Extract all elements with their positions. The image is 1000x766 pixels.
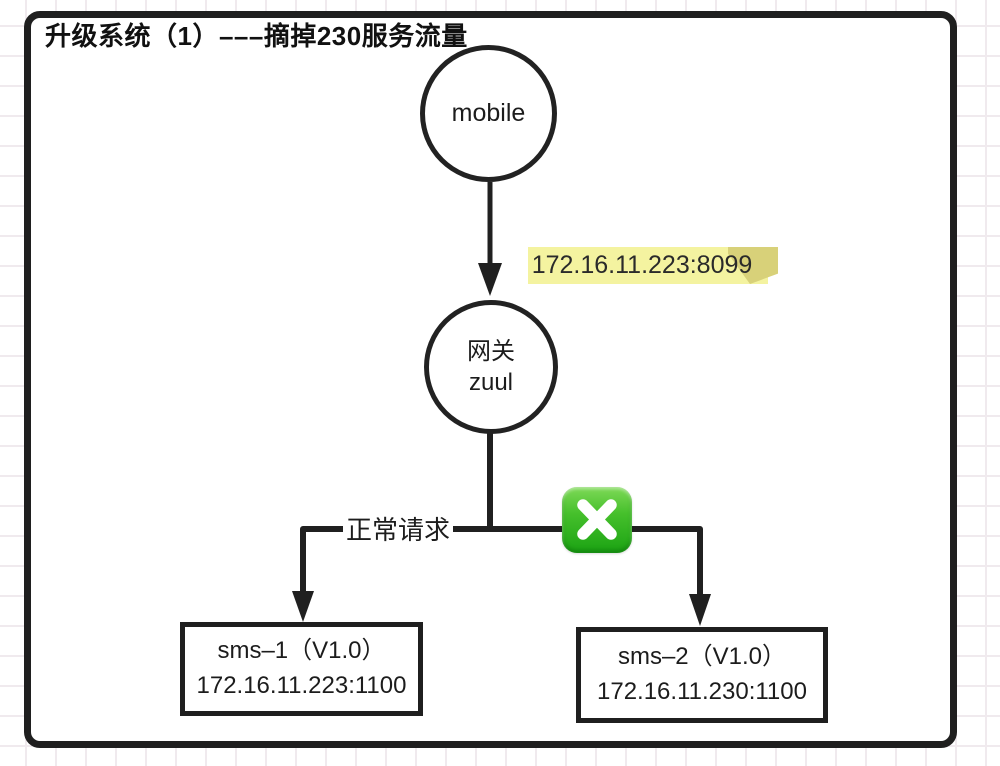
node-sms1-address: 172.16.11.223:1100 xyxy=(196,672,407,699)
cross-mark-icon xyxy=(562,487,632,553)
node-sms2: sms–2（V1.0） 172.16.11.230:1100 xyxy=(576,627,828,723)
diagram-title: 升级系统（1）–––摘掉230服务流量 xyxy=(45,21,468,51)
node-sms1: sms–1（V1.0） 172.16.11.223:1100 xyxy=(180,622,423,716)
node-gateway-label-cn: 网关 xyxy=(467,337,515,365)
node-mobile: mobile xyxy=(420,45,557,182)
node-gateway: 网关 zuul xyxy=(424,300,558,434)
node-sms2-name: sms–2（V1.0） xyxy=(617,643,787,671)
gateway-endpoint-text: 172.16.11.223:8099 xyxy=(531,251,753,279)
node-sms2-address: 172.16.11.230:1100 xyxy=(597,678,807,705)
node-gateway-label-en: zuul xyxy=(468,369,514,396)
node-mobile-label: mobile xyxy=(451,99,526,127)
cross-mark-glyph xyxy=(577,499,617,540)
normal-request-label: 正常请求 xyxy=(343,510,454,547)
gateway-endpoint-note: 172.16.11.223:8099 xyxy=(528,247,778,284)
node-sms1-name: sms–1（V1.0） xyxy=(217,637,386,665)
